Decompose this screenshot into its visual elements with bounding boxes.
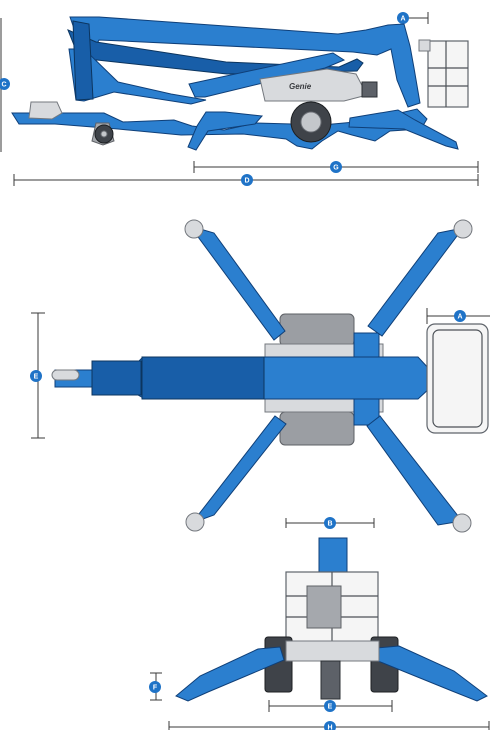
plan-foot-upper-right (453, 219, 473, 239)
dimension-d-badge: D (241, 174, 253, 186)
plan-view: E A (30, 219, 490, 533)
engine-side-module (361, 81, 378, 98)
plan-e-label: E (34, 373, 39, 380)
front-axle-housing (285, 640, 380, 662)
dimension-g-label: G (333, 164, 339, 171)
front-outrigger-left (175, 646, 285, 702)
front-outrigger-right (376, 645, 488, 702)
front-h-label: H (327, 724, 332, 730)
dimension-d-label: D (244, 177, 249, 184)
front-stabilizer-leg (320, 660, 341, 700)
dimension-a-top-badge: A (397, 12, 409, 24)
side-view: C D G A (0, 12, 479, 186)
lower-boom-left (68, 48, 207, 105)
dimension-c-label: C (1, 81, 6, 88)
plan-outrigger-upper-right (367, 227, 465, 337)
plan-outrigger-lower-left (190, 415, 287, 525)
dimension-a-top-label: A (400, 15, 405, 22)
front-f-badge: F (149, 681, 161, 693)
plan-left-tire-bottom (279, 411, 355, 446)
lower-boom-cross (188, 52, 346, 98)
front-b-badge: B (324, 517, 336, 529)
front-view: B F E H (149, 517, 490, 730)
riser-column-left (72, 20, 94, 101)
plan-basket (426, 323, 489, 434)
front-b-label: B (327, 520, 332, 527)
plan-foot-lower-right (452, 513, 472, 533)
tow-hitch (28, 101, 63, 120)
plan-left-tire-top (279, 313, 355, 347)
front-e-label: E (328, 703, 333, 710)
left-outrigger-side (187, 111, 264, 151)
plan-outrigger-upper-left (188, 225, 286, 341)
main-wheel-hub (300, 111, 322, 133)
plan-rear-boom-block (91, 360, 142, 396)
engine-cover-logo: Genie (289, 82, 312, 91)
plan-a-badge: A (454, 310, 466, 322)
basket-side-frame (427, 40, 469, 108)
plan-a-label: A (457, 313, 462, 320)
jockey-wheel-hub (100, 130, 108, 138)
upper-boom (69, 16, 421, 108)
front-e-badge: E (324, 700, 336, 712)
right-outrigger-side (348, 109, 459, 150)
dimension-g-badge: G (330, 161, 342, 173)
plan-foot-lower-left (185, 512, 205, 532)
front-f-label: F (153, 684, 158, 691)
plan-e-badge: E (30, 370, 42, 382)
plan-foot-upper-left (184, 219, 204, 239)
plan-tow-hitch (51, 369, 80, 381)
front-h-badge: H (324, 721, 336, 730)
dimension-c-badge: C (0, 78, 10, 90)
front-center-module (306, 585, 342, 629)
plan-basket-inner (432, 329, 483, 428)
basket-control-box (418, 39, 431, 52)
plan-center-boom-block (141, 356, 265, 400)
